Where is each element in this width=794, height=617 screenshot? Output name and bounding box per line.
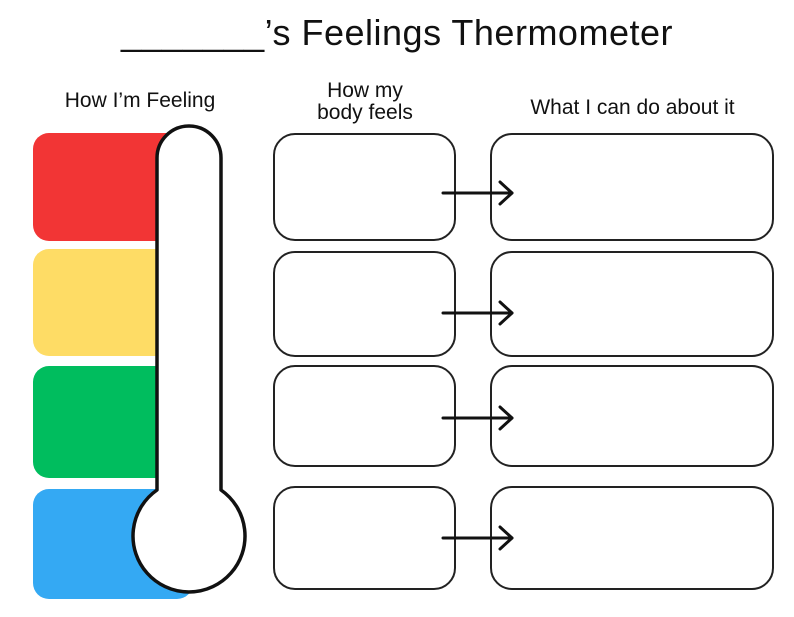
body-feels-box-4[interactable] <box>273 486 456 590</box>
action-box-2[interactable] <box>490 251 774 357</box>
header-what-i-can-do: What I can do about it <box>530 96 735 119</box>
body-feels-box-2[interactable] <box>273 251 456 357</box>
body-feels-box-1[interactable] <box>273 133 456 241</box>
arrow-right-icon-4 <box>441 525 514 551</box>
arrow-right-icon-1 <box>441 180 514 206</box>
arrow-right-icon-2 <box>441 300 514 326</box>
worksheet-title: _______’s Feelings Thermometer <box>121 12 673 53</box>
header-how-im-feeling: How I’m Feeling <box>64 89 216 112</box>
body-feels-box-3[interactable] <box>273 365 456 467</box>
action-box-4[interactable] <box>490 486 774 590</box>
action-box-1[interactable] <box>490 133 774 241</box>
arrow-right-icon-3 <box>441 405 514 431</box>
action-box-3[interactable] <box>490 365 774 467</box>
